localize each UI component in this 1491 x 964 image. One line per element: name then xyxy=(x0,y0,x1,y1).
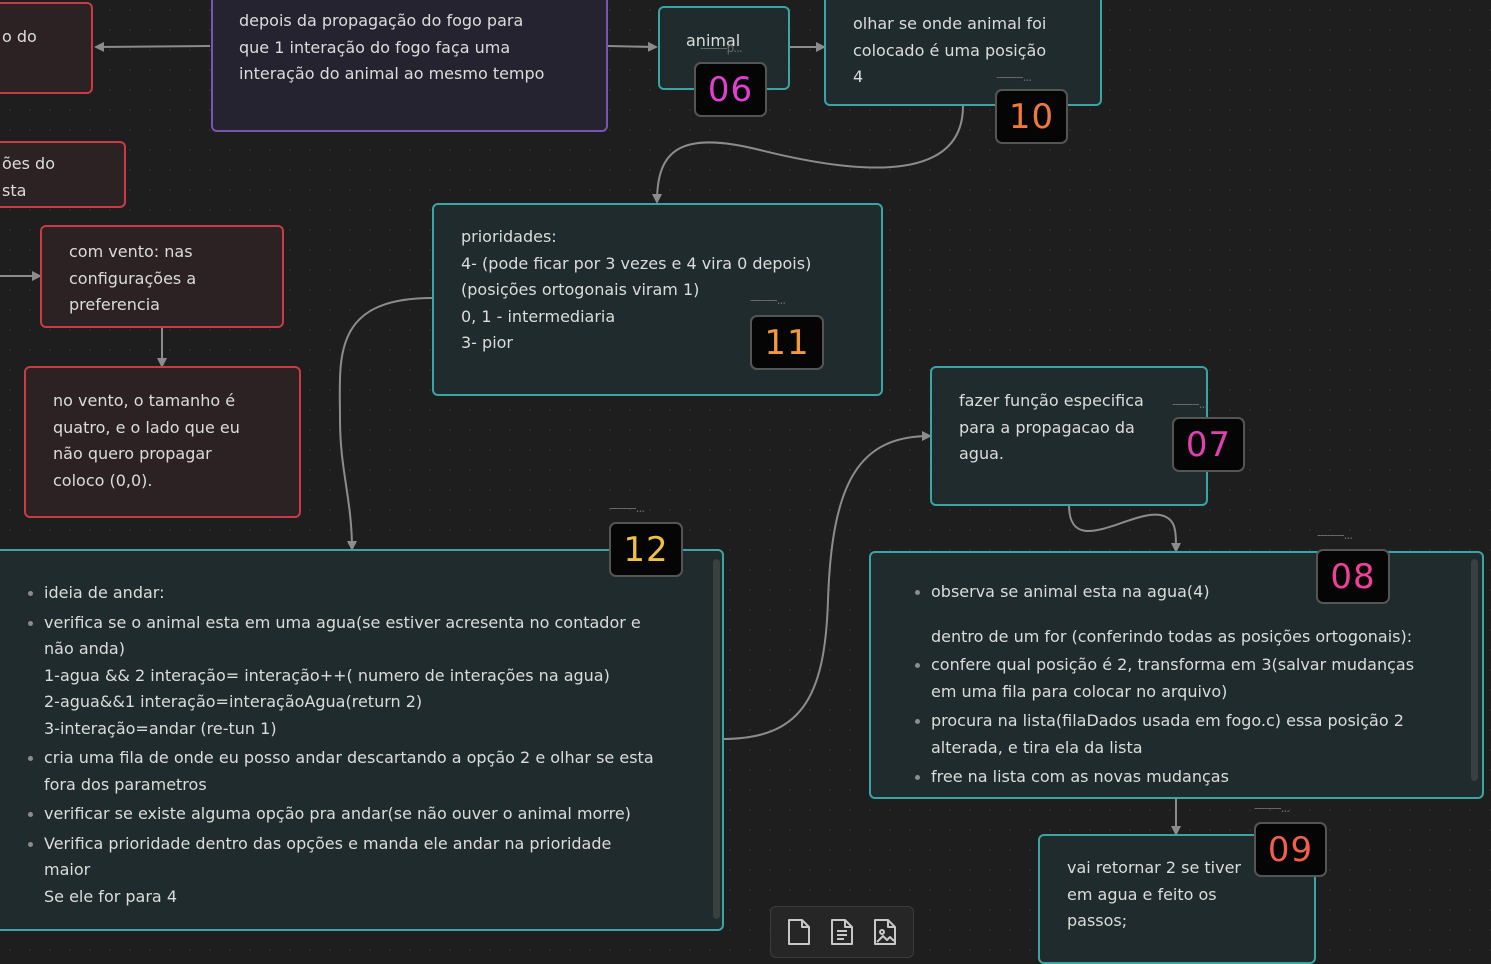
edge-07-to-08 xyxy=(1068,504,1181,553)
edge-purple-to-red xyxy=(94,41,211,52)
card-ideia-de-andar[interactable]: ideia de andar: verifica se o animal est… xyxy=(0,549,724,931)
overflow-marker: --------... xyxy=(1254,801,1290,815)
card-text: o do xyxy=(2,27,37,46)
list-item: cria uma fila de onde eu posso andar des… xyxy=(28,745,694,798)
edge-purple-to-animal xyxy=(607,41,658,52)
list-item: ideia de andar: xyxy=(28,580,694,607)
card-propagacao[interactable]: depois da propagação do fogo para que 1 … xyxy=(211,0,608,132)
card-text: animal xyxy=(686,31,741,50)
card-no-vento[interactable]: no vento, o tamanho é quatro, e o lado q… xyxy=(24,366,301,518)
badge-12: 12 xyxy=(609,522,683,577)
card-red-left[interactable]: ões do sta xyxy=(0,141,126,208)
overflow-marker: --------... xyxy=(1172,397,1208,411)
list-item: verifica se o animal esta em uma agua(se… xyxy=(28,610,694,743)
card-text: olhar se onde animal foi colocado é uma … xyxy=(853,14,1047,86)
card-text: ões do sta xyxy=(2,154,55,200)
list-item: dentro de um for (conferindo todas as po… xyxy=(931,626,1413,646)
canvas-toolbar xyxy=(770,906,914,958)
overflow-marker: --------... xyxy=(750,293,786,307)
card-text: prioridades: 4- (pode ficar por 3 vezes … xyxy=(461,227,812,352)
edge-12-to-07 xyxy=(721,431,932,740)
list-item: procura na lista(filaDados usada em fogo… xyxy=(915,708,1461,761)
add-note-icon[interactable] xyxy=(824,914,860,950)
list-item: observa se animal esta na agua(4) xyxy=(915,579,1461,606)
card-list: observa se animal esta na agua(4) dentro… xyxy=(915,579,1461,791)
card-list: ideia de andar: verifica se o animal est… xyxy=(28,580,694,911)
card-com-vento[interactable]: com vento: nas configurações a preferenc… xyxy=(40,225,284,328)
add-media-icon[interactable] xyxy=(867,914,903,950)
list-item: verificar se existe alguma opção pra and… xyxy=(28,801,694,828)
card-red-top[interactable]: o do xyxy=(0,2,93,94)
list-item: confere qual posição é 2, transforma em … xyxy=(915,652,1461,705)
overflow-marker: --------... xyxy=(1317,528,1353,542)
edge-10-to-11 xyxy=(652,105,964,204)
badge-07: 07 xyxy=(1172,417,1245,472)
overflow-marker: --------... xyxy=(996,70,1032,84)
card-text: depois da propagação do fogo para que 1 … xyxy=(239,11,545,83)
scrollbar[interactable] xyxy=(713,559,720,919)
card-observa-agua[interactable]: observa se animal esta na agua(4) dentro… xyxy=(869,551,1484,799)
card-text: no vento, o tamanho é quatro, e o lado q… xyxy=(53,391,240,490)
edge-11-to-12 xyxy=(338,297,433,551)
list-item: Verifica prioridade dentro das opções e … xyxy=(28,831,694,911)
badge-08: 08 xyxy=(1316,549,1390,604)
badge-09: 09 xyxy=(1254,822,1327,877)
overflow-marker: --------p... xyxy=(700,41,743,55)
badge-10: 10 xyxy=(995,89,1068,144)
list-item: free na lista com as novas mudanças xyxy=(915,764,1461,791)
card-text: vai retornar 2 se tiver em agua e feito … xyxy=(1067,858,1241,930)
card-text: fazer função especifica para a propagaca… xyxy=(959,391,1144,463)
new-card-icon[interactable] xyxy=(781,914,817,950)
badge-06: 06 xyxy=(694,62,767,117)
scrollbar[interactable] xyxy=(1471,559,1478,781)
card-propagacao-agua[interactable]: fazer função especifica para a propagaca… xyxy=(930,366,1208,506)
card-text: com vento: nas configurações a preferenc… xyxy=(69,242,197,314)
card-posicao-4[interactable]: olhar se onde animal foi colocado é uma … xyxy=(824,0,1102,106)
badge-11: 11 xyxy=(750,315,824,370)
overflow-marker: --------... xyxy=(609,501,645,515)
